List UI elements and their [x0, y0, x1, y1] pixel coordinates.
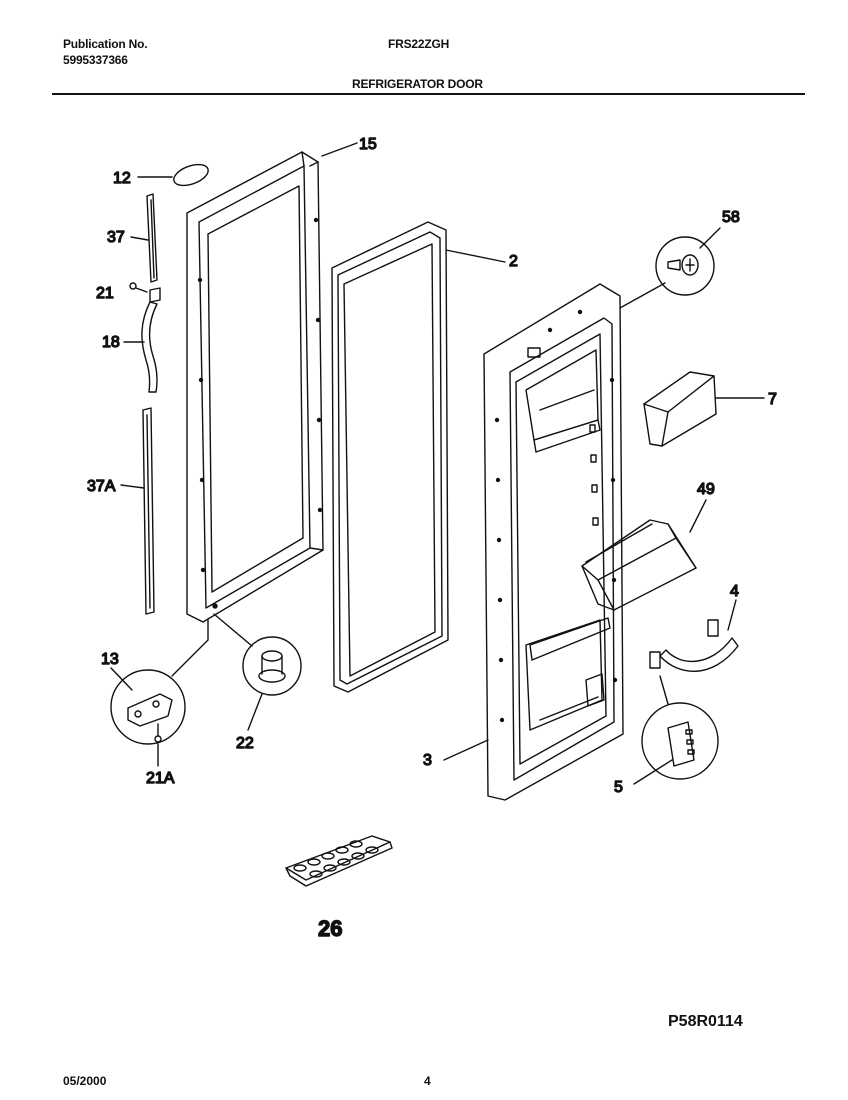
part-37a-trim-lower: [120, 407, 155, 615]
callout-15: 15: [359, 136, 377, 153]
callout-4: 4: [730, 583, 739, 600]
part-12-plug: [137, 163, 209, 187]
callout-2: 2: [509, 253, 518, 270]
callout-22: 22: [236, 735, 254, 752]
callout-49: 49: [697, 481, 715, 498]
callout-18: 18: [102, 334, 120, 351]
part-18-handle: [123, 301, 158, 393]
part-15-door-frame: [186, 142, 358, 623]
callout-37a: 37A: [87, 478, 116, 495]
callout-3: 3: [423, 752, 432, 769]
part-49-door-shelf: [581, 499, 707, 611]
publication-label: Publication No.: [63, 37, 148, 51]
callout-13: 13: [101, 651, 119, 668]
part-3-door-liner: [443, 282, 666, 801]
callout-58: 58: [722, 209, 740, 226]
publication-number: 5995337366: [63, 53, 128, 67]
callout-26: 26: [318, 916, 342, 941]
callout-7: 7: [768, 391, 777, 408]
diagram-code: P58R0114: [668, 1013, 743, 1030]
part-58-screw-detail: [655, 227, 721, 296]
part-5-clip-detail: [633, 675, 719, 785]
part-26-egg-tray: [285, 835, 393, 887]
part-2-gasket: [331, 221, 506, 693]
part-21-screw: [129, 282, 161, 303]
page-number: 4: [424, 1074, 431, 1088]
callout-5: 5: [614, 779, 623, 796]
model-number: FRS22ZGH: [388, 37, 450, 51]
part-13-hinge-detail: [110, 619, 209, 767]
header-rule: [52, 93, 805, 95]
part-37-trim-upper: [130, 193, 158, 283]
part-22-bumper: [213, 613, 302, 731]
part-4-shelf-retainer: [649, 599, 739, 672]
footer-date: 05/2000: [63, 1074, 107, 1088]
callout-21: 21: [96, 285, 114, 302]
callout-12: 12: [113, 170, 131, 187]
callout-37: 37: [107, 229, 125, 246]
section-title: REFRIGERATOR DOOR: [352, 77, 483, 91]
callout-21a: 21A: [146, 770, 175, 787]
part-7-dairy-bin: [643, 371, 765, 447]
